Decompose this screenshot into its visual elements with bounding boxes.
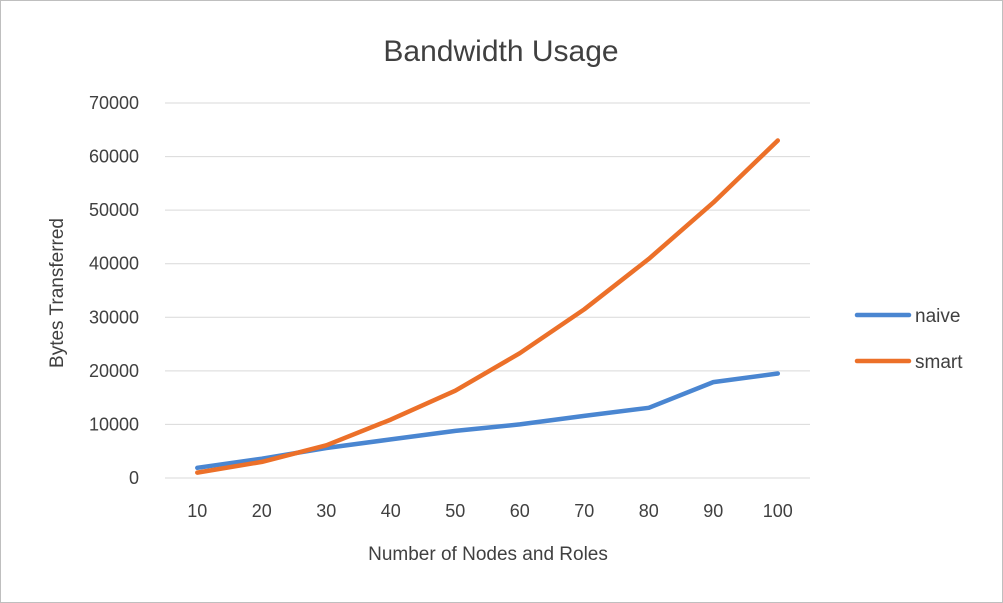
y-tick-label: 60000 xyxy=(89,147,139,167)
legend-label-naive: naive xyxy=(915,306,960,327)
gridlines xyxy=(165,102,810,425)
x-tick-label: 20 xyxy=(252,501,272,521)
y-tick-label: 30000 xyxy=(89,307,139,327)
y-tick-label: 70000 xyxy=(89,93,139,113)
x-tick-label: 90 xyxy=(703,501,723,521)
series-lines xyxy=(195,138,781,475)
x-tick-label: 30 xyxy=(316,501,336,521)
chart-title: Bandwidth Usage xyxy=(383,35,618,68)
x-tick-label: 10 xyxy=(187,501,207,521)
x-tick-label: 60 xyxy=(510,501,530,521)
x-axis-title: Number of Nodes and Roles xyxy=(368,544,608,565)
series-line-naive xyxy=(195,371,781,471)
y-tick-label: 50000 xyxy=(89,200,139,220)
legend-label-smart: smart xyxy=(915,352,963,373)
x-tick-label: 80 xyxy=(639,501,659,521)
y-axis-ticks: 0 10000 20000 30000 40000 50000 60000 70000 xyxy=(89,93,139,488)
x-tick-label: 40 xyxy=(381,501,401,521)
y-tick-label: 20000 xyxy=(89,361,139,381)
x-tick-label: 100 xyxy=(763,501,793,521)
x-tick-label: 70 xyxy=(574,501,594,521)
x-tick-label: 50 xyxy=(445,501,465,521)
x-axis-ticks: 10 20 30 40 50 60 70 80 90 100 xyxy=(187,501,793,521)
y-tick-label: 0 xyxy=(129,468,139,488)
series-line-smart xyxy=(195,138,781,475)
y-tick-label: 10000 xyxy=(89,414,139,434)
y-tick-label: 40000 xyxy=(89,254,139,274)
legend: naive smart xyxy=(854,306,963,373)
y-axis-title: Bytes Transferred xyxy=(47,218,68,368)
